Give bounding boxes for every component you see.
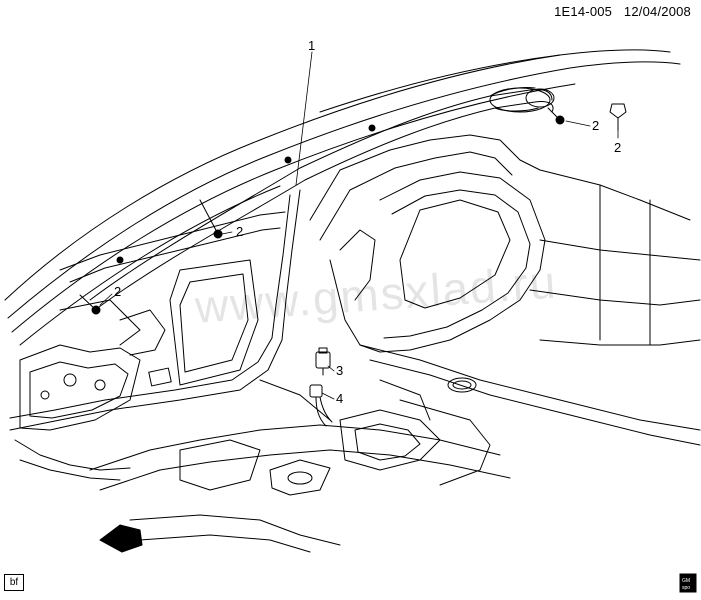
curtain-airbag bbox=[89, 87, 555, 311]
inner-panel-details bbox=[14, 299, 172, 481]
callout-1: 1 bbox=[308, 38, 315, 53]
callout-2-clip: 2 bbox=[614, 140, 621, 155]
roof-rail-outline bbox=[4, 49, 681, 346]
footer-tag-box: bf bbox=[4, 574, 24, 591]
callout-2-rear: 2 bbox=[592, 118, 599, 133]
callout-3: 3 bbox=[336, 363, 343, 378]
door-frame-outline bbox=[9, 189, 301, 431]
diagram-code: 1E14-005 bbox=[554, 4, 613, 19]
diagram-date: 12/04/2008 bbox=[623, 4, 691, 19]
callout-2-pillar: 2 bbox=[236, 224, 243, 239]
front-direction-icon bbox=[99, 524, 143, 553]
footer-tag: bf bbox=[9, 577, 19, 588]
gm-spo-logo: GM spo bbox=[679, 573, 697, 593]
wiring-harness bbox=[309, 384, 333, 427]
diagram-header: 1E14-005 12/04/2008 bbox=[546, 4, 691, 19]
sensor-connector bbox=[315, 347, 331, 376]
callout-4: 4 bbox=[336, 391, 343, 406]
floor-structure bbox=[89, 379, 511, 553]
callout-2-front: 2 bbox=[114, 284, 121, 299]
logo-bottom-text: spo bbox=[682, 585, 690, 591]
b-pillar-structure bbox=[309, 134, 701, 446]
leader-lines bbox=[99, 51, 619, 400]
watermark-text: www.gmsxlad.ru bbox=[192, 256, 559, 333]
logo-top-text: GM bbox=[682, 578, 690, 584]
